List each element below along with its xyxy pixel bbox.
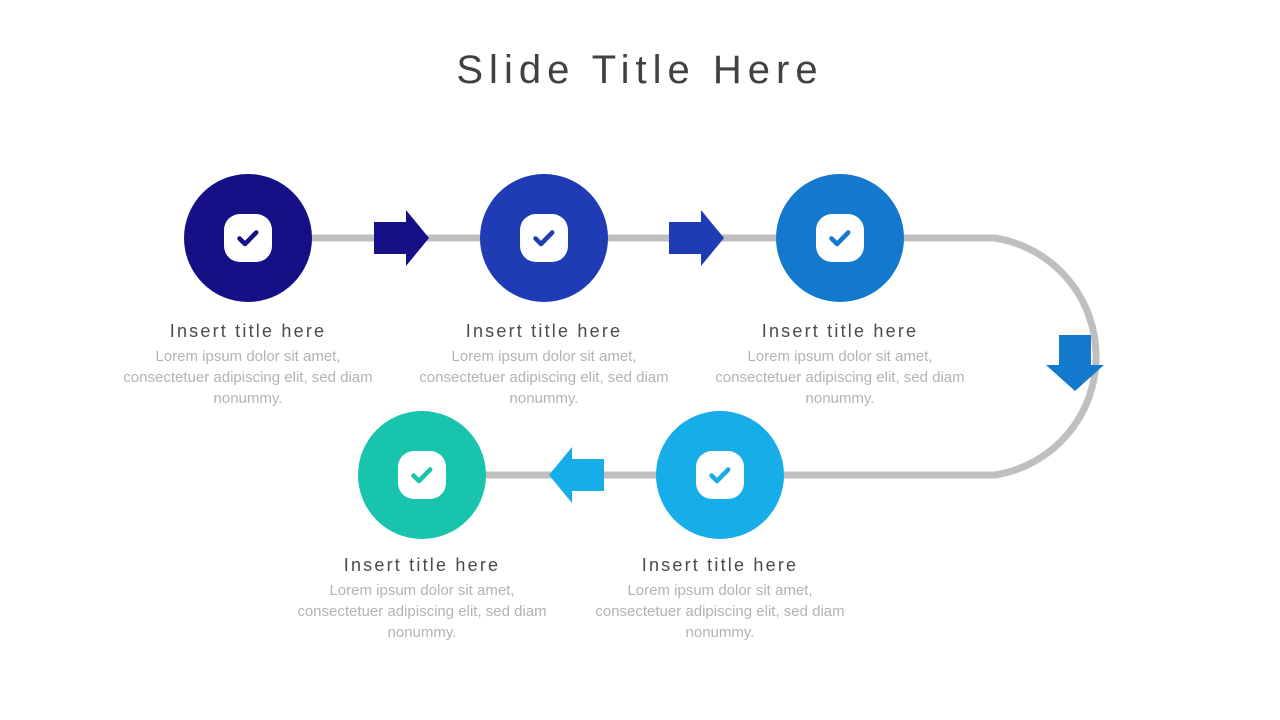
connector-segment-3-4 [784, 234, 1100, 479]
step-title-2: Insert title here [465, 321, 623, 341]
check-circle-icon [224, 214, 272, 262]
check-circle-icon [696, 451, 744, 499]
step-caption-4: Insert title here Lorem ipsum dolor sit … [595, 552, 845, 643]
check-circle-icon [520, 214, 568, 262]
step-node-4[interactable] [656, 411, 784, 539]
step-title-5: Insert title here [343, 555, 501, 575]
step-caption-5: Insert title here Lorem ipsum dolor sit … [297, 552, 547, 643]
arrow-step1-to-step2 [374, 210, 429, 266]
step-body-3: Lorem ipsum dolor sit amet, consectetuer… [715, 348, 965, 407]
step-title-3: Insert title here [761, 321, 919, 341]
check-circle-icon [398, 451, 446, 499]
step-body-1: Lorem ipsum dolor sit amet, consectetuer… [123, 348, 373, 407]
step-body-5: Lorem ipsum dolor sit amet, consectetuer… [297, 582, 547, 641]
step-node-1[interactable] [184, 174, 312, 302]
step-body-4: Lorem ipsum dolor sit amet, consectetuer… [595, 582, 845, 641]
step-node-5[interactable] [358, 411, 486, 539]
step-body-2: Lorem ipsum dolor sit amet, consectetuer… [419, 348, 669, 407]
arrow-step3-to-step4 [1046, 335, 1104, 391]
step-node-3[interactable] [776, 174, 904, 302]
page-title: Slide Title Here [456, 48, 824, 92]
step-node-2[interactable] [480, 174, 608, 302]
step-title-1: Insert title here [169, 321, 327, 341]
step-caption-3: Insert title here Lorem ipsum dolor sit … [715, 318, 965, 409]
step-caption-2: Insert title here Lorem ipsum dolor sit … [419, 318, 669, 409]
step-title-4: Insert title here [641, 555, 799, 575]
arrow-step4-to-step5 [549, 447, 604, 503]
step-caption-1: Insert title here Lorem ipsum dolor sit … [123, 318, 373, 409]
arrow-step2-to-step3 [669, 210, 724, 266]
check-circle-icon [816, 214, 864, 262]
